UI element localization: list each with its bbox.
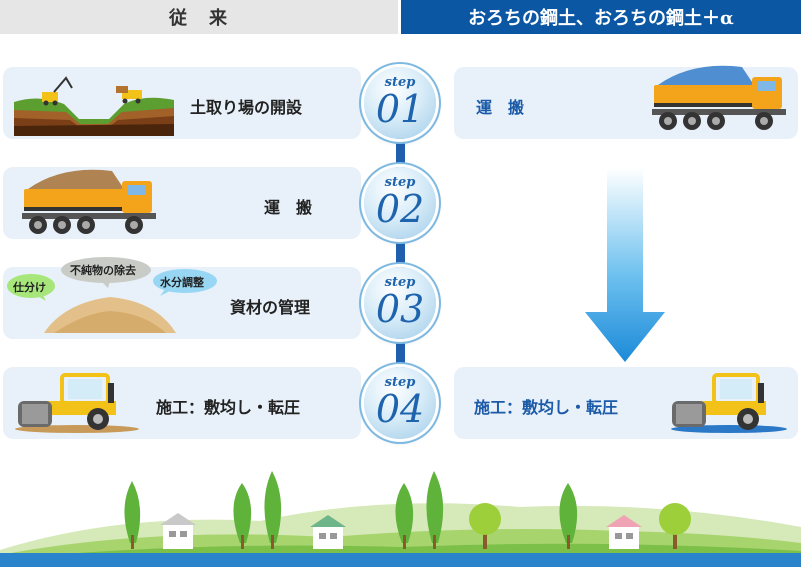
step-badge-04: step 04: [364, 367, 436, 439]
bubble-shape-sorting: [7, 274, 55, 301]
left-label-transport: 運 搬: [264, 198, 313, 217]
step-number: 01: [375, 87, 425, 131]
right-label-transport: 運 搬: [476, 98, 525, 117]
step-badge-03: step 03: [364, 267, 436, 339]
material-pile-illustration: [44, 297, 176, 333]
step-connector-3: [396, 338, 405, 372]
road-roller-illustration: [15, 373, 139, 433]
step-word: step: [384, 175, 416, 190]
left-label-construction: 施工：敷均し・転圧: [156, 398, 301, 417]
step-badge-02: step 02: [364, 167, 436, 239]
bubble-impurity-removal: 不純物の除去: [70, 264, 136, 277]
step-word: step: [384, 375, 416, 390]
left-label-material: 資材の管理: [230, 298, 311, 317]
bubble-shape-impurity: [61, 257, 151, 288]
dump-truck-blue-load-illustration: [652, 65, 786, 130]
landscape-illustration: [0, 471, 801, 567]
bubble-sorting: 仕分け: [13, 281, 46, 294]
dump-truck-illustration: [22, 169, 156, 234]
step-word: step: [384, 75, 416, 90]
quarry-illustration: [14, 76, 174, 136]
step-number: 03: [375, 287, 425, 331]
header-right-title: おろちの鋼土、おろちの鋼土＋α: [401, 0, 801, 34]
right-label-construction: 施工：敷均し・転圧: [474, 398, 619, 417]
left-label-quarry: 土取り場の開設: [190, 98, 303, 117]
step-connector-1: [396, 138, 405, 172]
step-number: 04: [375, 387, 425, 431]
road-roller-blue-illustration: [671, 373, 787, 433]
step-badge-01: step 01: [364, 67, 436, 139]
bubble-shape-moisture: [153, 269, 217, 296]
step-word: step: [384, 275, 416, 290]
step-connector-2: [396, 238, 405, 272]
header-left-title: 従 来: [0, 0, 398, 34]
step-number: 02: [375, 187, 425, 231]
bubble-moisture: 水分調整: [160, 276, 204, 289]
down-arrow-icon: [585, 168, 665, 362]
